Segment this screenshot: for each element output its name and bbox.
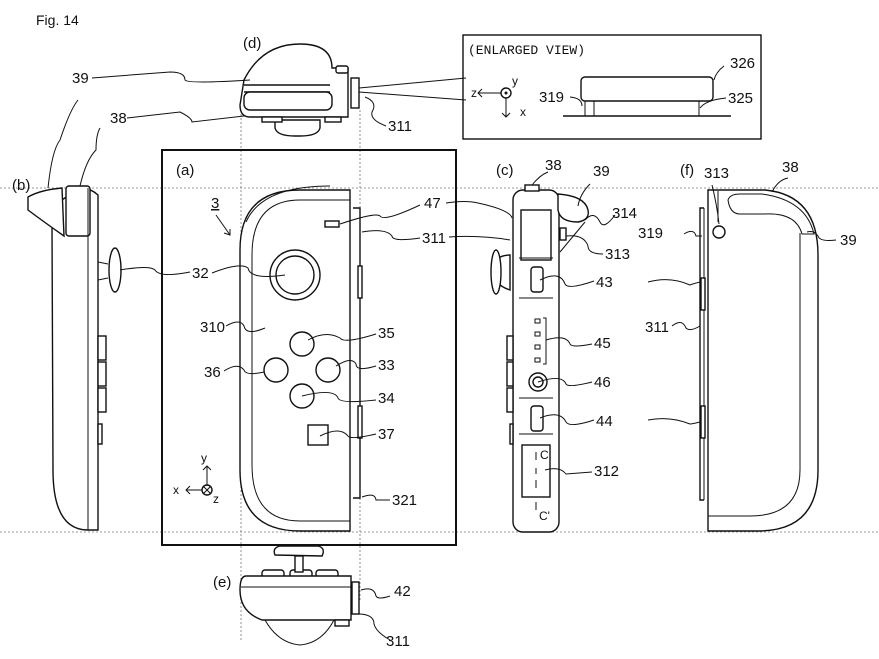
view-label-f: (f): [680, 162, 694, 179]
ref-46: 46: [594, 374, 611, 391]
ref-39-f: 39: [840, 232, 857, 249]
ref-43: 43: [596, 274, 613, 291]
ref-319-enlarged: 319: [539, 89, 564, 106]
ref-325: 325: [728, 90, 753, 107]
view-label-c: (c): [496, 162, 514, 179]
figure-title: Fig. 14: [36, 12, 79, 28]
ref-38-d: 38: [110, 110, 127, 127]
ref-311-a: 311: [422, 230, 446, 247]
ref-311-e: 311: [386, 633, 410, 650]
axis-y-enlarged: y: [512, 74, 518, 88]
axis-z-front: z: [213, 492, 219, 506]
ref-39-c: 39: [593, 163, 610, 180]
view-d-top: (d) 39 38 311: [72, 35, 467, 137]
ref-313-c: 313: [605, 246, 630, 263]
view-b-side: (b): [12, 99, 122, 531]
axis-y-front: y: [201, 451, 207, 465]
view-e-bottom: (e) 42 311: [213, 545, 411, 650]
ref-3: 3: [211, 195, 219, 212]
ref-32: 32: [192, 265, 209, 282]
ref-47: 47: [424, 195, 441, 212]
section-mark-c: C: [540, 448, 549, 462]
view-label-e: (e): [213, 574, 231, 591]
ref-39-d: 39: [72, 70, 89, 87]
ref-44: 44: [596, 413, 613, 430]
enlarged-view-title: (ENLARGED VIEW): [468, 43, 585, 58]
view-a-front: (a) 3 x y z 32 310 35 3: [119, 149, 513, 546]
axis-x-front: x: [173, 483, 179, 497]
view-label-d: (d): [243, 35, 261, 52]
ref-311-d: 311: [388, 118, 412, 135]
view-c-rail: (c) C C' 38 39: [490, 157, 701, 533]
ref-36: 36: [204, 364, 221, 381]
ref-34: 34: [378, 390, 395, 407]
ref-312: 312: [594, 463, 619, 480]
axis-x-enlarged: x: [520, 105, 526, 119]
ref-311-f: 311: [645, 319, 669, 336]
ref-314: 314: [612, 205, 637, 222]
ref-45: 45: [594, 335, 611, 352]
ref-42: 42: [394, 583, 411, 600]
ref-313-f: 313: [704, 165, 729, 182]
view-f-back: (f) 313 38 39 319 311: [638, 159, 857, 532]
ref-33: 33: [378, 357, 395, 374]
section-mark-c-prime: C': [539, 509, 550, 523]
enlarged-view: (ENLARGED VIEW) z y x 326 319 325: [462, 34, 762, 140]
ref-35: 35: [378, 325, 395, 342]
ref-319-f: 319: [638, 225, 663, 242]
view-label-a: (a): [176, 162, 194, 179]
ref-37: 37: [378, 426, 395, 443]
ref-326: 326: [730, 55, 755, 72]
axis-z-enlarged: z: [471, 86, 477, 100]
ref-310: 310: [200, 319, 225, 336]
view-label-b: (b): [12, 177, 30, 194]
ref-38-c: 38: [545, 157, 562, 174]
ref-321: 321: [392, 492, 417, 509]
ref-38-f: 38: [782, 159, 799, 176]
